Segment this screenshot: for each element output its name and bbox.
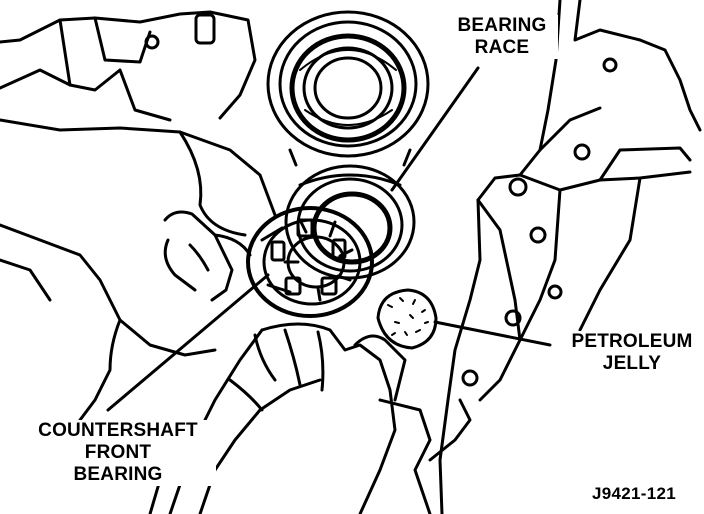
label-countershaft-front-bearing: COUNTERSHAFT FRONT BEARING <box>20 420 216 486</box>
label-petroleum-jelly-line-2: JELLY <box>602 353 662 374</box>
label-countershaft-line-1: COUNTERSHAFT <box>38 420 198 441</box>
label-petroleum-jelly: PETROLEUM JELLY <box>560 331 704 375</box>
housing-frame-right <box>378 0 702 514</box>
leader-petroleum-jelly <box>433 320 552 347</box>
label-petroleum-jelly-line-1: PETROLEUM <box>571 331 693 352</box>
figure-id: J9421-121 <box>592 484 676 503</box>
housing-frame-left <box>0 10 257 122</box>
countershaft-front-bearing <box>246 206 374 318</box>
leader-lines <box>106 66 552 412</box>
bearing-race <box>266 10 430 167</box>
leader-bearing-race <box>390 66 480 192</box>
petroleum-jelly <box>376 288 438 350</box>
leader-countershaft-bearing <box>106 273 270 412</box>
label-countershaft-line-2: FRONT <box>84 442 152 463</box>
label-bearing-race: BEARING RACE <box>446 15 558 59</box>
left-hand <box>0 118 277 422</box>
label-bearing-race-line-2: RACE <box>474 37 530 58</box>
label-countershaft-line-3: BEARING <box>73 464 163 485</box>
label-bearing-race-line-1: BEARING <box>457 15 547 36</box>
